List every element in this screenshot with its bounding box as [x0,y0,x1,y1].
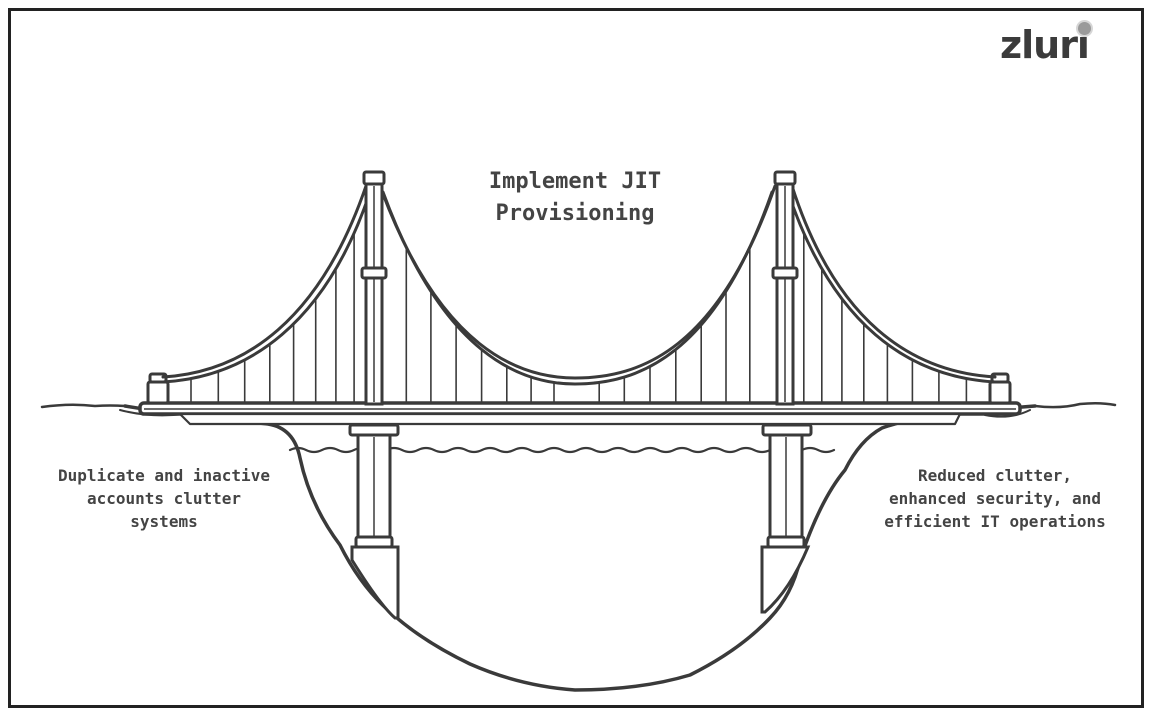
suspender-cables [190,233,968,403]
title-line-1: Implement JIT [488,169,662,194]
title-line-2: Provisioning [495,201,655,226]
bridge-title: Implement JIT Provisioning [420,166,730,230]
bridge-deck [138,401,1022,426]
brand-name: zluri [1000,23,1090,67]
right-tower [760,170,813,614]
main-cables [161,184,997,386]
left-tower [348,170,400,620]
left-note-line-1: Duplicate and inactive [58,466,270,485]
desired-state-note: Reduced clutter, enhanced security, and … [862,464,1128,533]
right-note-line-2: enhanced security, and [889,489,1101,508]
right-note-line-1: Reduced clutter, [917,466,1073,485]
current-state-note: Duplicate and inactive accounts clutter … [36,464,292,533]
zluri-logo: zluri [1000,22,1110,70]
river-gorge [40,401,1117,692]
logo-dot-icon [1078,22,1091,35]
right-note-line-3: efficient IT operations [884,512,1106,531]
left-note-line-2: accounts clutter [86,489,242,508]
left-anchor [146,372,170,405]
diagram-frame [8,8,1144,708]
left-note-line-3: systems [130,512,198,531]
